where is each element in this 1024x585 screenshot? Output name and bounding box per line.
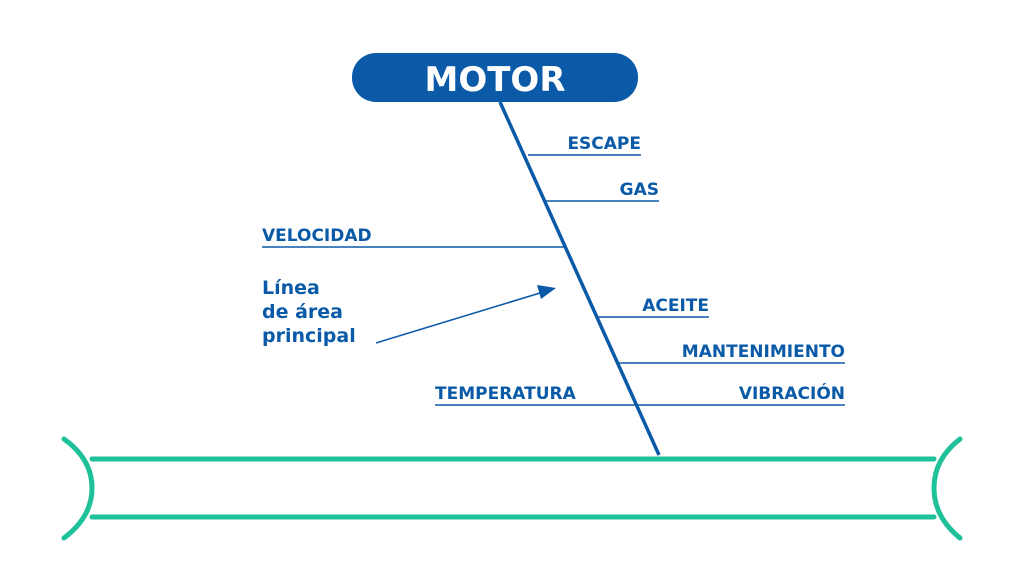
spine-left-tail (61, 436, 95, 541)
title-pill (352, 53, 638, 102)
cause-temperatura: TEMPERATURA (435, 384, 636, 406)
cause-label-vibracion: VIBRACIÓN (739, 382, 845, 404)
cause-velocidad: VELOCIDAD (262, 226, 567, 248)
annotation-line-1: Línea (262, 277, 320, 299)
cause-escape: ESCAPE (528, 134, 641, 156)
cause-label-gas: GAS (620, 180, 659, 200)
annotation-line-2: de área (262, 301, 343, 323)
title-text: MOTOR (424, 60, 565, 100)
cause-label-aceite: ACEITE (642, 296, 709, 316)
spine (61, 436, 963, 541)
cause-vibracion: VIBRACIÓN (636, 382, 845, 406)
cause-label-velocidad: VELOCIDAD (262, 226, 372, 246)
annotation-line-3: principal (262, 325, 356, 347)
cause-aceite: ACEITE (596, 296, 709, 318)
spine-right-head (931, 436, 963, 541)
main-area-line (498, 101, 661, 456)
cause-gas: GAS (546, 180, 659, 202)
annotation-arrowhead (537, 285, 556, 299)
cause-label-temperatura: TEMPERATURA (435, 384, 577, 404)
cause-label-escape: ESCAPE (567, 134, 641, 154)
annotation: Línea de área principal (262, 277, 556, 347)
cause-label-mantenimiento: MANTENIMIENTO (682, 342, 845, 362)
title-box: MOTOR (352, 53, 638, 102)
annotation-arrow-line (375, 292, 541, 344)
cause-mantenimiento: MANTENIMIENTO (617, 342, 845, 364)
